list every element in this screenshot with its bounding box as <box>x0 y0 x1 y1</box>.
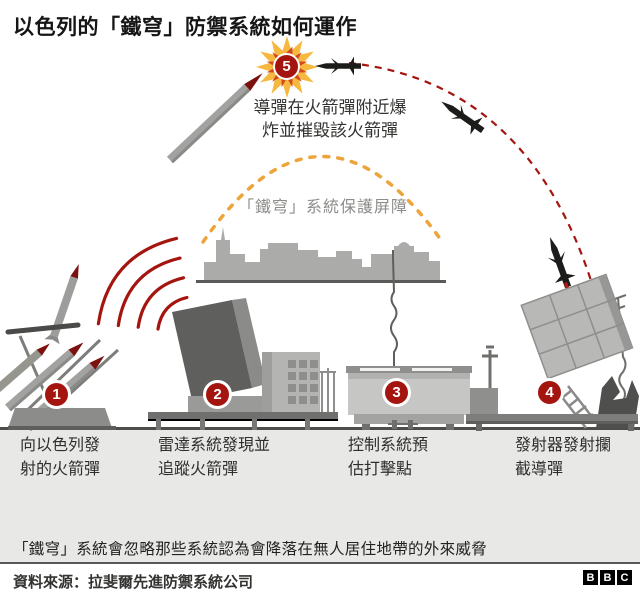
source-divider <box>0 562 640 564</box>
step-label-4: 發射器發射攔 截導彈 <box>515 437 612 478</box>
interceptor-missile-icon <box>315 56 361 76</box>
iron-dome-launcher-icon <box>466 273 639 431</box>
dome-label: 「鐵穹」系統保護屏障 <box>238 199 409 216</box>
city-skyline-icon <box>196 227 446 283</box>
step-badge-2: 2 <box>203 380 232 409</box>
source-credit: 資料來源：拉斐爾先進防禦系統公司 <box>13 574 254 591</box>
rocket-launcher-icon <box>0 264 120 432</box>
step-label-2: 雷達系統發現並 追蹤火箭彈 <box>158 437 271 478</box>
protection-dome-arc-icon <box>201 154 443 244</box>
intercept-description: 導彈在火箭彈附近爆 炸並摧毀該火箭彈 <box>253 98 407 140</box>
footnote: 「鐵穹」系統會忽略那些系統認為會降落在無人居住地帶的外來威脅 <box>13 541 488 558</box>
step-badge-4: 4 <box>535 378 564 407</box>
caption-band <box>0 428 640 563</box>
radar-waves-icon <box>96 236 189 331</box>
interceptor-missile-icon <box>539 233 579 291</box>
step-badge-1: 1 <box>42 380 71 409</box>
radar-unit-icon <box>148 298 338 430</box>
ground-line <box>0 427 640 430</box>
page-title: 以色列的「鐵穹」防禦系統如何運作 <box>13 16 357 39</box>
bbc-logo-block: B <box>600 570 615 585</box>
bbc-logo-block: B <box>583 570 598 585</box>
step-label-1: 向以色列發 射的火箭彈 <box>20 437 101 478</box>
control-unit-icon <box>346 250 472 430</box>
interceptor-trajectory <box>348 61 596 291</box>
step-badge-5: 5 <box>273 53 300 80</box>
bbc-logo-block: C <box>617 570 632 585</box>
step-badge-3: 3 <box>382 378 411 407</box>
enemy-rocket-icon <box>166 73 263 164</box>
step-label-3: 控制系統預 估打擊點 <box>348 437 429 478</box>
bbc-logo: B B C <box>583 570 632 585</box>
